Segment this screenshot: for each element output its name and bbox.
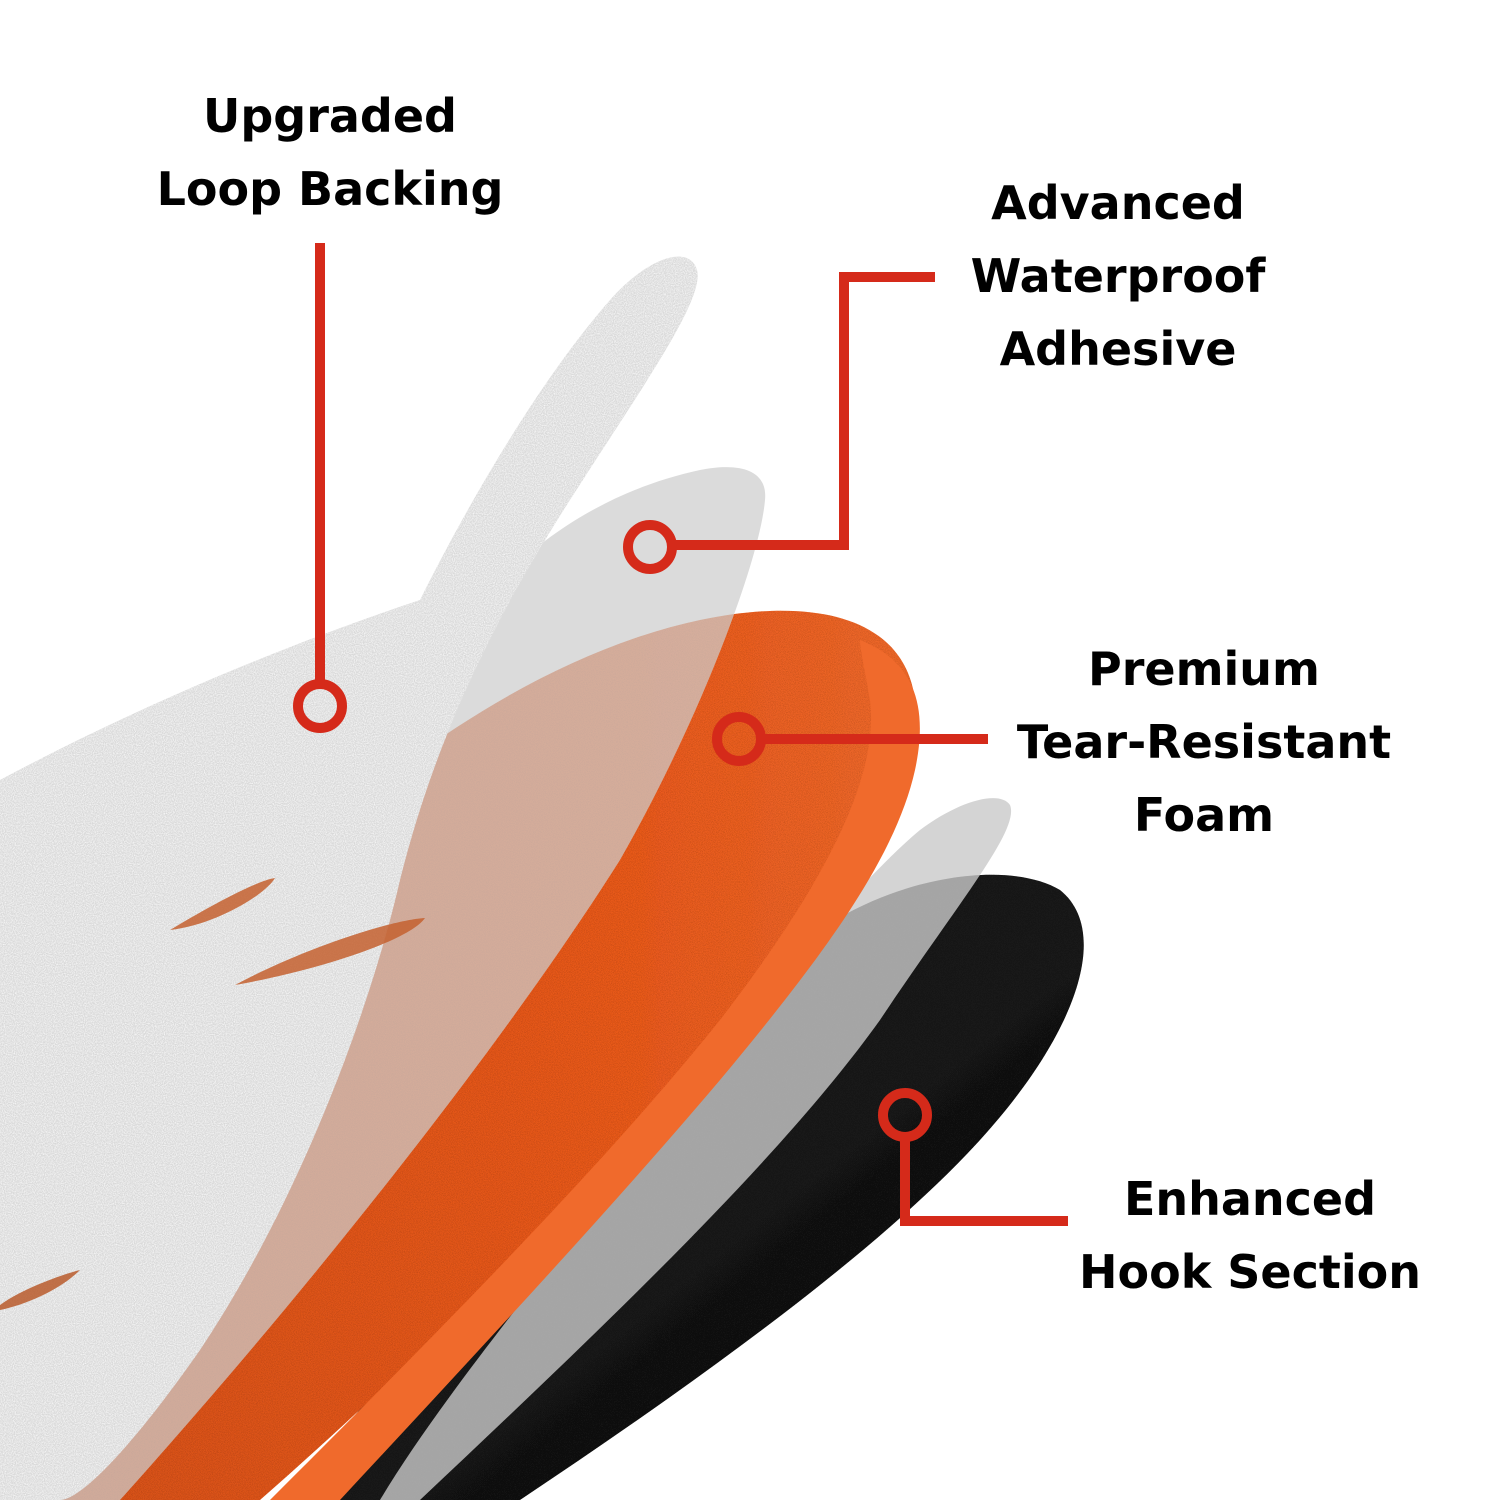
label-line: Adhesive: [999, 322, 1237, 376]
label-hook-section: Enhanced Hook Section: [1079, 1163, 1421, 1309]
label-line: Advanced: [991, 176, 1245, 230]
loop-cutout: [235, 918, 425, 985]
label-line: Foam: [1133, 788, 1275, 842]
label-line: Waterproof: [970, 249, 1266, 303]
label-adhesive: Advanced Waterproof Adhesive: [971, 167, 1266, 386]
label-line: Premium: [1088, 642, 1320, 696]
leader-loop-backing: [293, 243, 347, 733]
label-line: Upgraded: [203, 89, 457, 143]
callout-ring-icon: [293, 679, 347, 733]
lower-film-layer: [380, 798, 1012, 1500]
label-line: Hook Section: [1078, 1245, 1422, 1299]
callout-ring-icon: [712, 712, 766, 766]
label-line: Loop Backing: [156, 162, 504, 216]
label-line: Enhanced: [1123, 1172, 1377, 1226]
label-loop-backing: Upgraded Loop Backing: [157, 80, 504, 226]
leader-hook: [878, 1088, 1068, 1226]
loop-cutout: [170, 878, 275, 930]
callout-ring-icon: [623, 520, 677, 574]
loop-backing-layer: [0, 256, 698, 1500]
label-line: Tear-Resistant: [1016, 715, 1392, 769]
leader-foam: [712, 712, 988, 766]
loop-cutout: [0, 1270, 80, 1310]
callout-ring-icon: [878, 1088, 932, 1142]
label-foam: Premium Tear-Resistant Foam: [1017, 633, 1391, 852]
leader-adhesive: [623, 272, 935, 574]
